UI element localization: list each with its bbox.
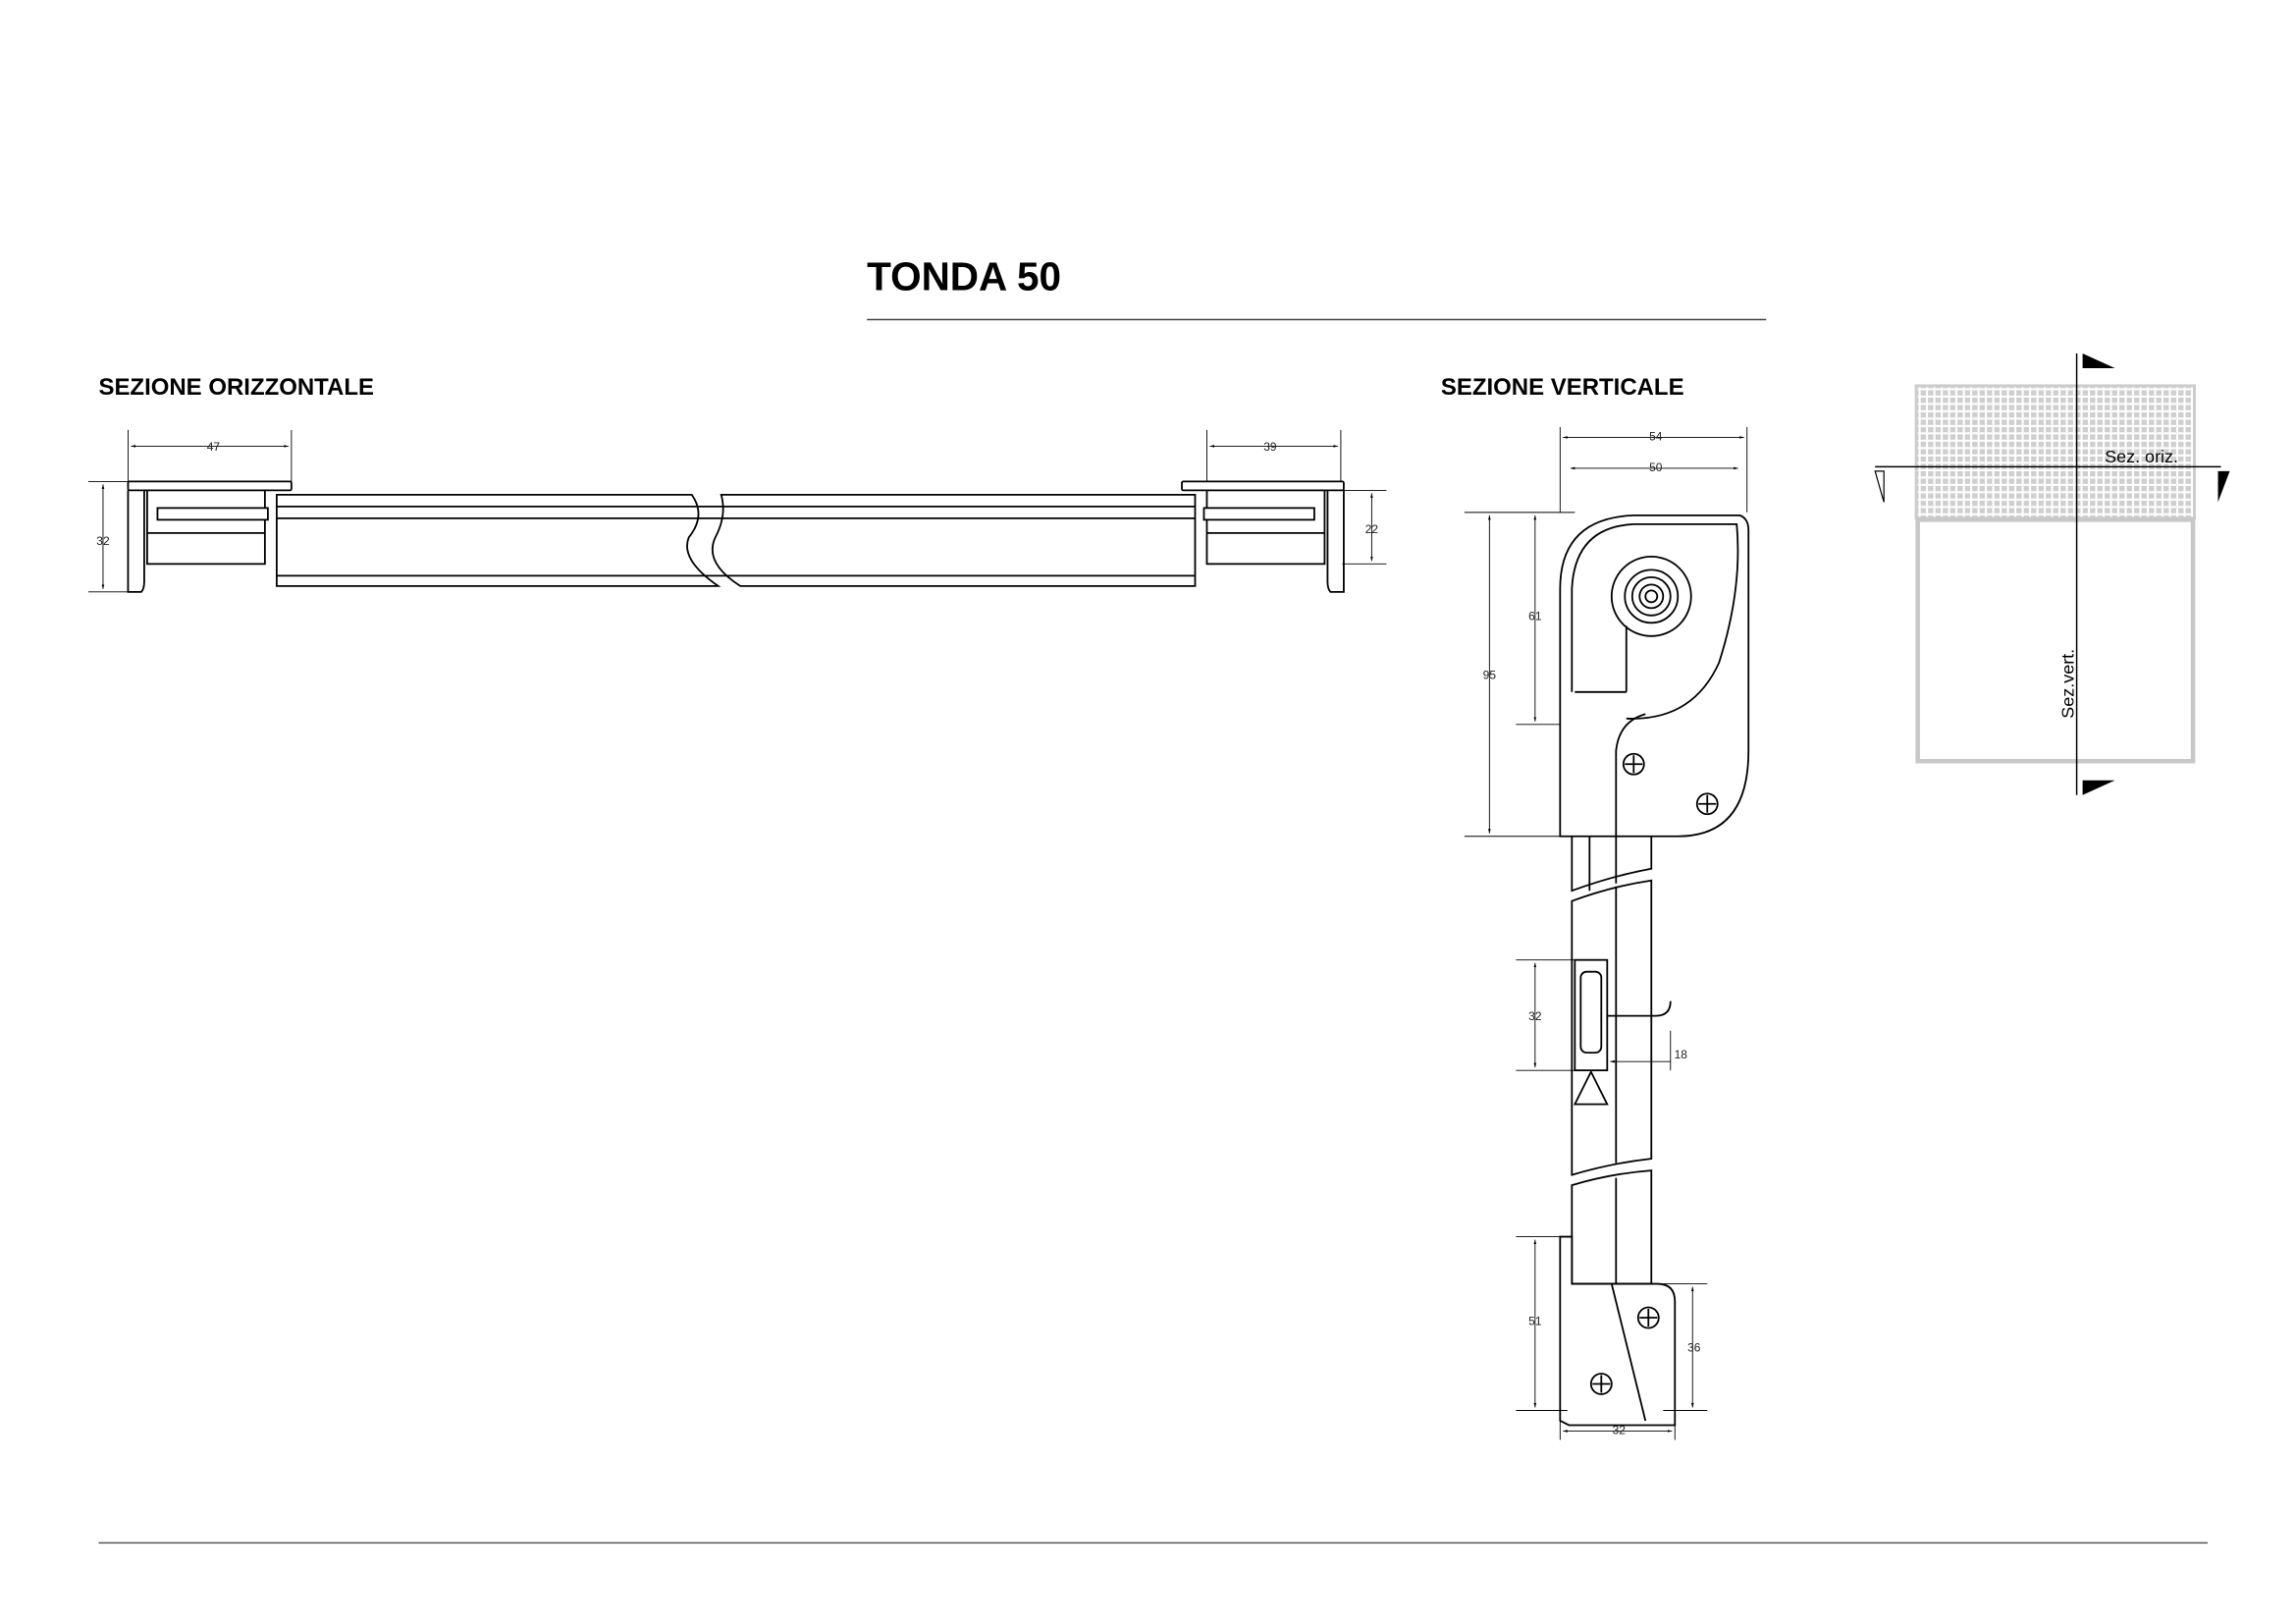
dim-label: 18	[1675, 1048, 1688, 1061]
page-title: TONDA 50	[867, 253, 1061, 298]
dim-label: 36	[1687, 1341, 1701, 1355]
dim-label: 22	[1365, 522, 1379, 536]
dim-label: 51	[1528, 1315, 1542, 1328]
dim-label: 54	[1649, 429, 1663, 443]
dim-label: 50	[1649, 460, 1663, 474]
dim-label: 61	[1528, 609, 1542, 623]
dim-label: 32	[1528, 1009, 1542, 1023]
sez-oriz-label: Sez. oriz.	[2105, 447, 2178, 466]
sez-vert-label: Sez.vert.	[2058, 649, 2078, 719]
section-title-horizontal: SEZIONE ORIZZONTALE	[98, 374, 374, 401]
dim-label: 47	[207, 440, 221, 454]
section-title-vertical: SEZIONE VERTICALE	[1441, 374, 1684, 401]
dim-label: 32	[96, 534, 110, 548]
dim-label: 32	[1613, 1423, 1627, 1436]
dim-label: 95	[1483, 668, 1497, 681]
dim-label: 39	[1263, 440, 1277, 454]
horizontal-section-drawing: 47 39 32 22	[87, 429, 1387, 593]
vertical-section-drawing: 54 50 95 61 32 18 51 36 32	[1464, 426, 1750, 1440]
key-plan: Sez. oriz. Sez.vert.	[1874, 352, 2230, 795]
